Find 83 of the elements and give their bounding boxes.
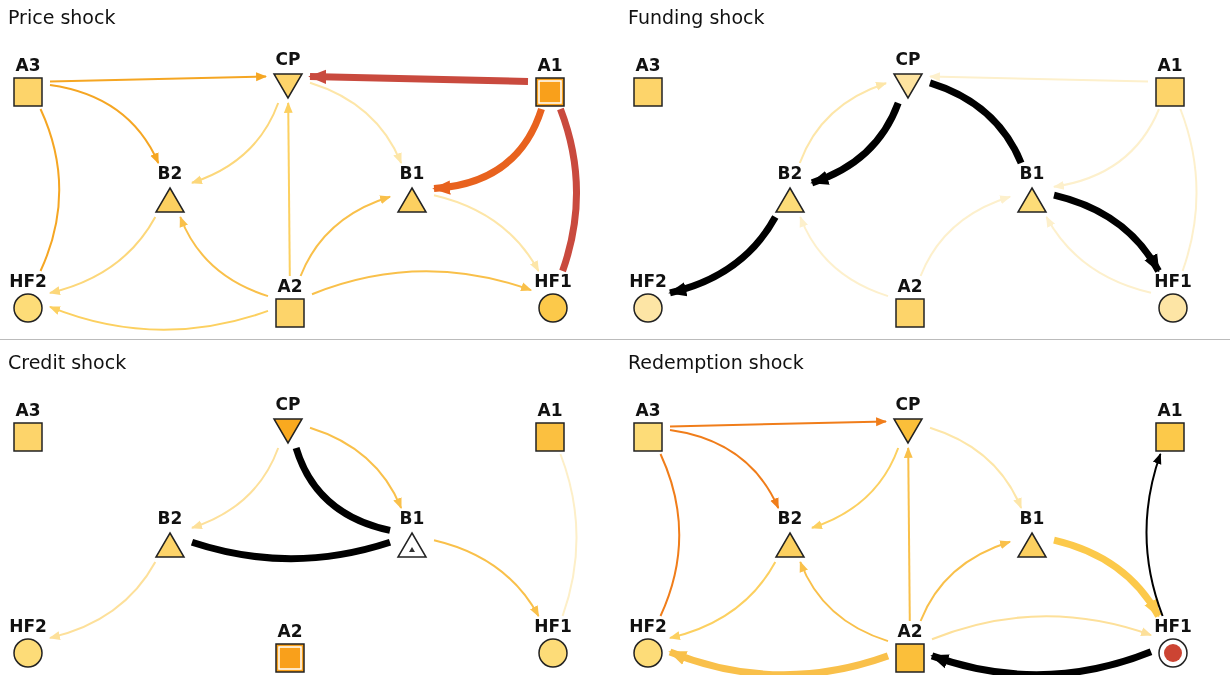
arrow <box>49 84 160 164</box>
arrow <box>308 69 529 85</box>
node-label: B2 <box>156 163 184 183</box>
arrow <box>931 615 1153 641</box>
panel-title: Credit shock <box>8 351 127 373</box>
connector-line <box>557 107 580 273</box>
node-label: A3 <box>14 55 42 75</box>
arrow <box>919 195 1012 277</box>
arrow <box>311 270 533 296</box>
node-label: CP <box>894 49 922 69</box>
node-label: HF1 <box>1153 616 1193 636</box>
arrow <box>433 539 540 617</box>
node-label: HF2 <box>8 616 48 636</box>
connector-line <box>659 453 681 617</box>
arrow <box>929 426 1023 509</box>
node-label: CP <box>274 49 302 69</box>
arrow <box>179 216 269 298</box>
node-label: A1 <box>536 55 564 75</box>
arrow <box>928 72 1149 83</box>
connector-line <box>39 108 61 272</box>
node-label: A2 <box>896 276 924 296</box>
node-label: A1 <box>536 400 564 420</box>
arrow <box>669 429 780 509</box>
arrow <box>48 561 157 640</box>
arrow <box>48 216 157 295</box>
connector-line <box>292 446 391 534</box>
node-label: HF1 <box>533 271 573 291</box>
node-label: CP <box>894 394 922 414</box>
node-label: A3 <box>634 55 662 75</box>
node-label: HF2 <box>628 616 668 636</box>
arrow <box>190 447 280 529</box>
node-label: B1 <box>1018 163 1046 183</box>
arrow <box>433 194 540 272</box>
node-label: A1 <box>1156 400 1184 420</box>
node-label: B2 <box>776 163 804 183</box>
connector-line <box>559 453 578 617</box>
arrow <box>190 102 280 184</box>
connector-line <box>191 538 391 563</box>
arrow <box>432 107 545 195</box>
node-label: B2 <box>156 508 184 528</box>
arrow <box>919 540 1012 622</box>
arrow <box>283 101 293 277</box>
panel-title: Price shock <box>8 6 116 28</box>
connector-line <box>928 79 1025 165</box>
node-label: HF2 <box>628 271 668 291</box>
node-label: A3 <box>14 400 42 420</box>
arrow <box>1045 216 1152 294</box>
node-label: B1 <box>398 163 426 183</box>
node-label: A2 <box>896 621 924 641</box>
arrow <box>1053 536 1162 618</box>
arrow <box>1145 452 1164 617</box>
node-label: A1 <box>1156 55 1184 75</box>
arrow <box>49 72 268 83</box>
node-label: HF1 <box>533 616 573 636</box>
arrow <box>798 82 888 164</box>
arrow <box>799 561 889 643</box>
arrow <box>1053 191 1162 273</box>
arrow <box>668 215 779 297</box>
node-label: B1 <box>398 508 426 528</box>
arrow <box>299 195 392 277</box>
arrow <box>810 447 900 529</box>
arrow <box>48 305 269 331</box>
node-label: CP <box>274 394 302 414</box>
node-label: A2 <box>276 276 304 296</box>
arrow <box>903 446 913 622</box>
node-label: A3 <box>634 400 662 420</box>
arrow <box>669 417 888 428</box>
node-label: HF1 <box>1153 271 1193 291</box>
node-label: HF2 <box>8 271 48 291</box>
arrow <box>668 648 890 675</box>
arrow <box>930 648 1153 675</box>
connector-line <box>1179 108 1198 272</box>
arrow <box>309 426 403 509</box>
node-label: A2 <box>276 621 304 641</box>
node-label: B1 <box>1018 508 1046 528</box>
panel-title: Funding shock <box>628 6 765 28</box>
panel-title: Redemption shock <box>628 351 804 373</box>
node-label: B2 <box>776 508 804 528</box>
arrow <box>1052 108 1160 190</box>
arrow <box>309 81 403 164</box>
arrow <box>668 561 777 640</box>
arrow <box>799 216 889 298</box>
arrow <box>810 101 902 187</box>
